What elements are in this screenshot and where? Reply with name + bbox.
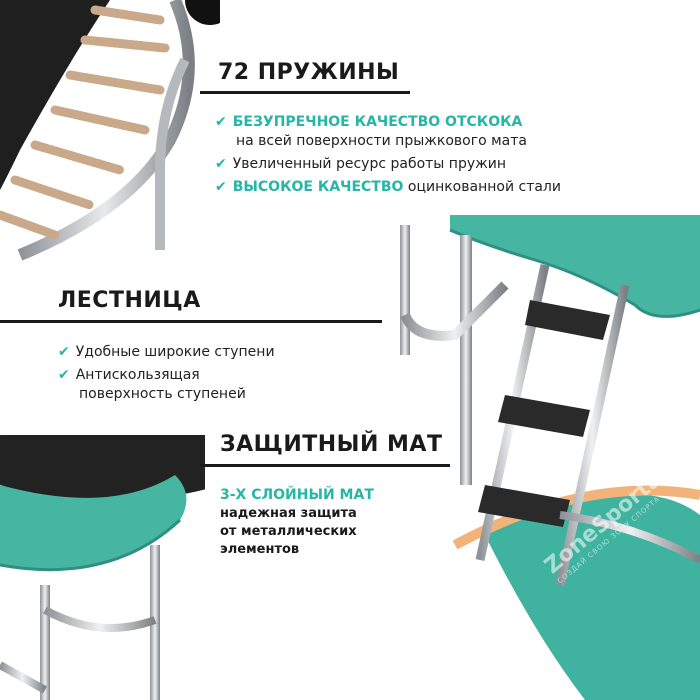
ladder-bullet-2: ✔ Антискользящая xyxy=(58,366,378,385)
springs-bullet-3-accent: ВЫСОКОЕ КАЧЕСТВО xyxy=(232,179,404,195)
mat-title: ЗАЩИТНЫЙ МАТ xyxy=(220,432,443,457)
springs-title-underline xyxy=(200,91,410,94)
springs-bullet-3-text: оцинкованной стали xyxy=(407,179,561,195)
ladder-bullet-2-line2: поверхность ступеней xyxy=(79,386,246,402)
ladder-title-underline xyxy=(0,320,382,323)
springs-bullet-1-accent: БЕЗУПРЕЧНОЕ КАЧЕСТВО ОТСКОКА xyxy=(232,114,523,130)
springs-bullet-1-text: на всей поверхности прыжкового мата xyxy=(236,133,527,149)
springs-title: 72 ПРУЖИНЫ xyxy=(218,60,400,85)
springs-bullet-1-cont: на всей поверхности прыжкового мата xyxy=(215,132,695,151)
check-icon: ✔ xyxy=(215,114,227,130)
check-icon: ✔ xyxy=(215,156,227,172)
springs-bullet-2-text: Увеличенный ресурс работы пружин xyxy=(232,156,507,172)
ladder-bullet-1: ✔ Удобные широкие ступени xyxy=(58,343,378,362)
ladder-bullet-2-cont: поверхность ступеней xyxy=(58,385,378,404)
check-icon: ✔ xyxy=(58,344,70,360)
springs-bullet-2: ✔ Увеличенный ресурс работы пружин xyxy=(215,155,695,174)
mat-line-1: надежная защита xyxy=(220,506,357,521)
mat-line-2: от металлических xyxy=(220,524,357,539)
ladder-bullets: ✔ Удобные широкие ступени ✔ Антискользящая… xyxy=(58,343,378,404)
springs-photo xyxy=(0,0,220,270)
springs-bullets: ✔ БЕЗУПРЕЧНОЕ КАЧЕСТВО ОТСКОКА на всей по… xyxy=(215,113,695,197)
check-icon: ✔ xyxy=(215,179,227,195)
springs-bullet-1: ✔ БЕЗУПРЕЧНОЕ КАЧЕСТВО ОТСКОКА xyxy=(215,113,695,132)
check-icon: ✔ xyxy=(58,367,70,383)
springs-bullet-3: ✔ ВЫСОКОЕ КАЧЕСТВО оцинкованной стали xyxy=(215,178,695,197)
ladder-bullet-1-text: Удобные широкие ступени xyxy=(75,344,275,360)
ladder-title: ЛЕСТНИЦА xyxy=(58,288,201,313)
mat-photo xyxy=(0,435,205,700)
mat-details: 3-Х СЛОЙНЫЙ МАТ надежная защита от метал… xyxy=(220,486,420,559)
mat-accent: 3-Х СЛОЙНЫЙ МАТ xyxy=(220,487,374,503)
mat-line-3: элементов xyxy=(220,542,300,557)
mat-title-underline xyxy=(200,464,450,467)
ladder-bullet-2-line1: Антискользящая xyxy=(75,367,200,383)
ladder-photo xyxy=(400,215,700,700)
